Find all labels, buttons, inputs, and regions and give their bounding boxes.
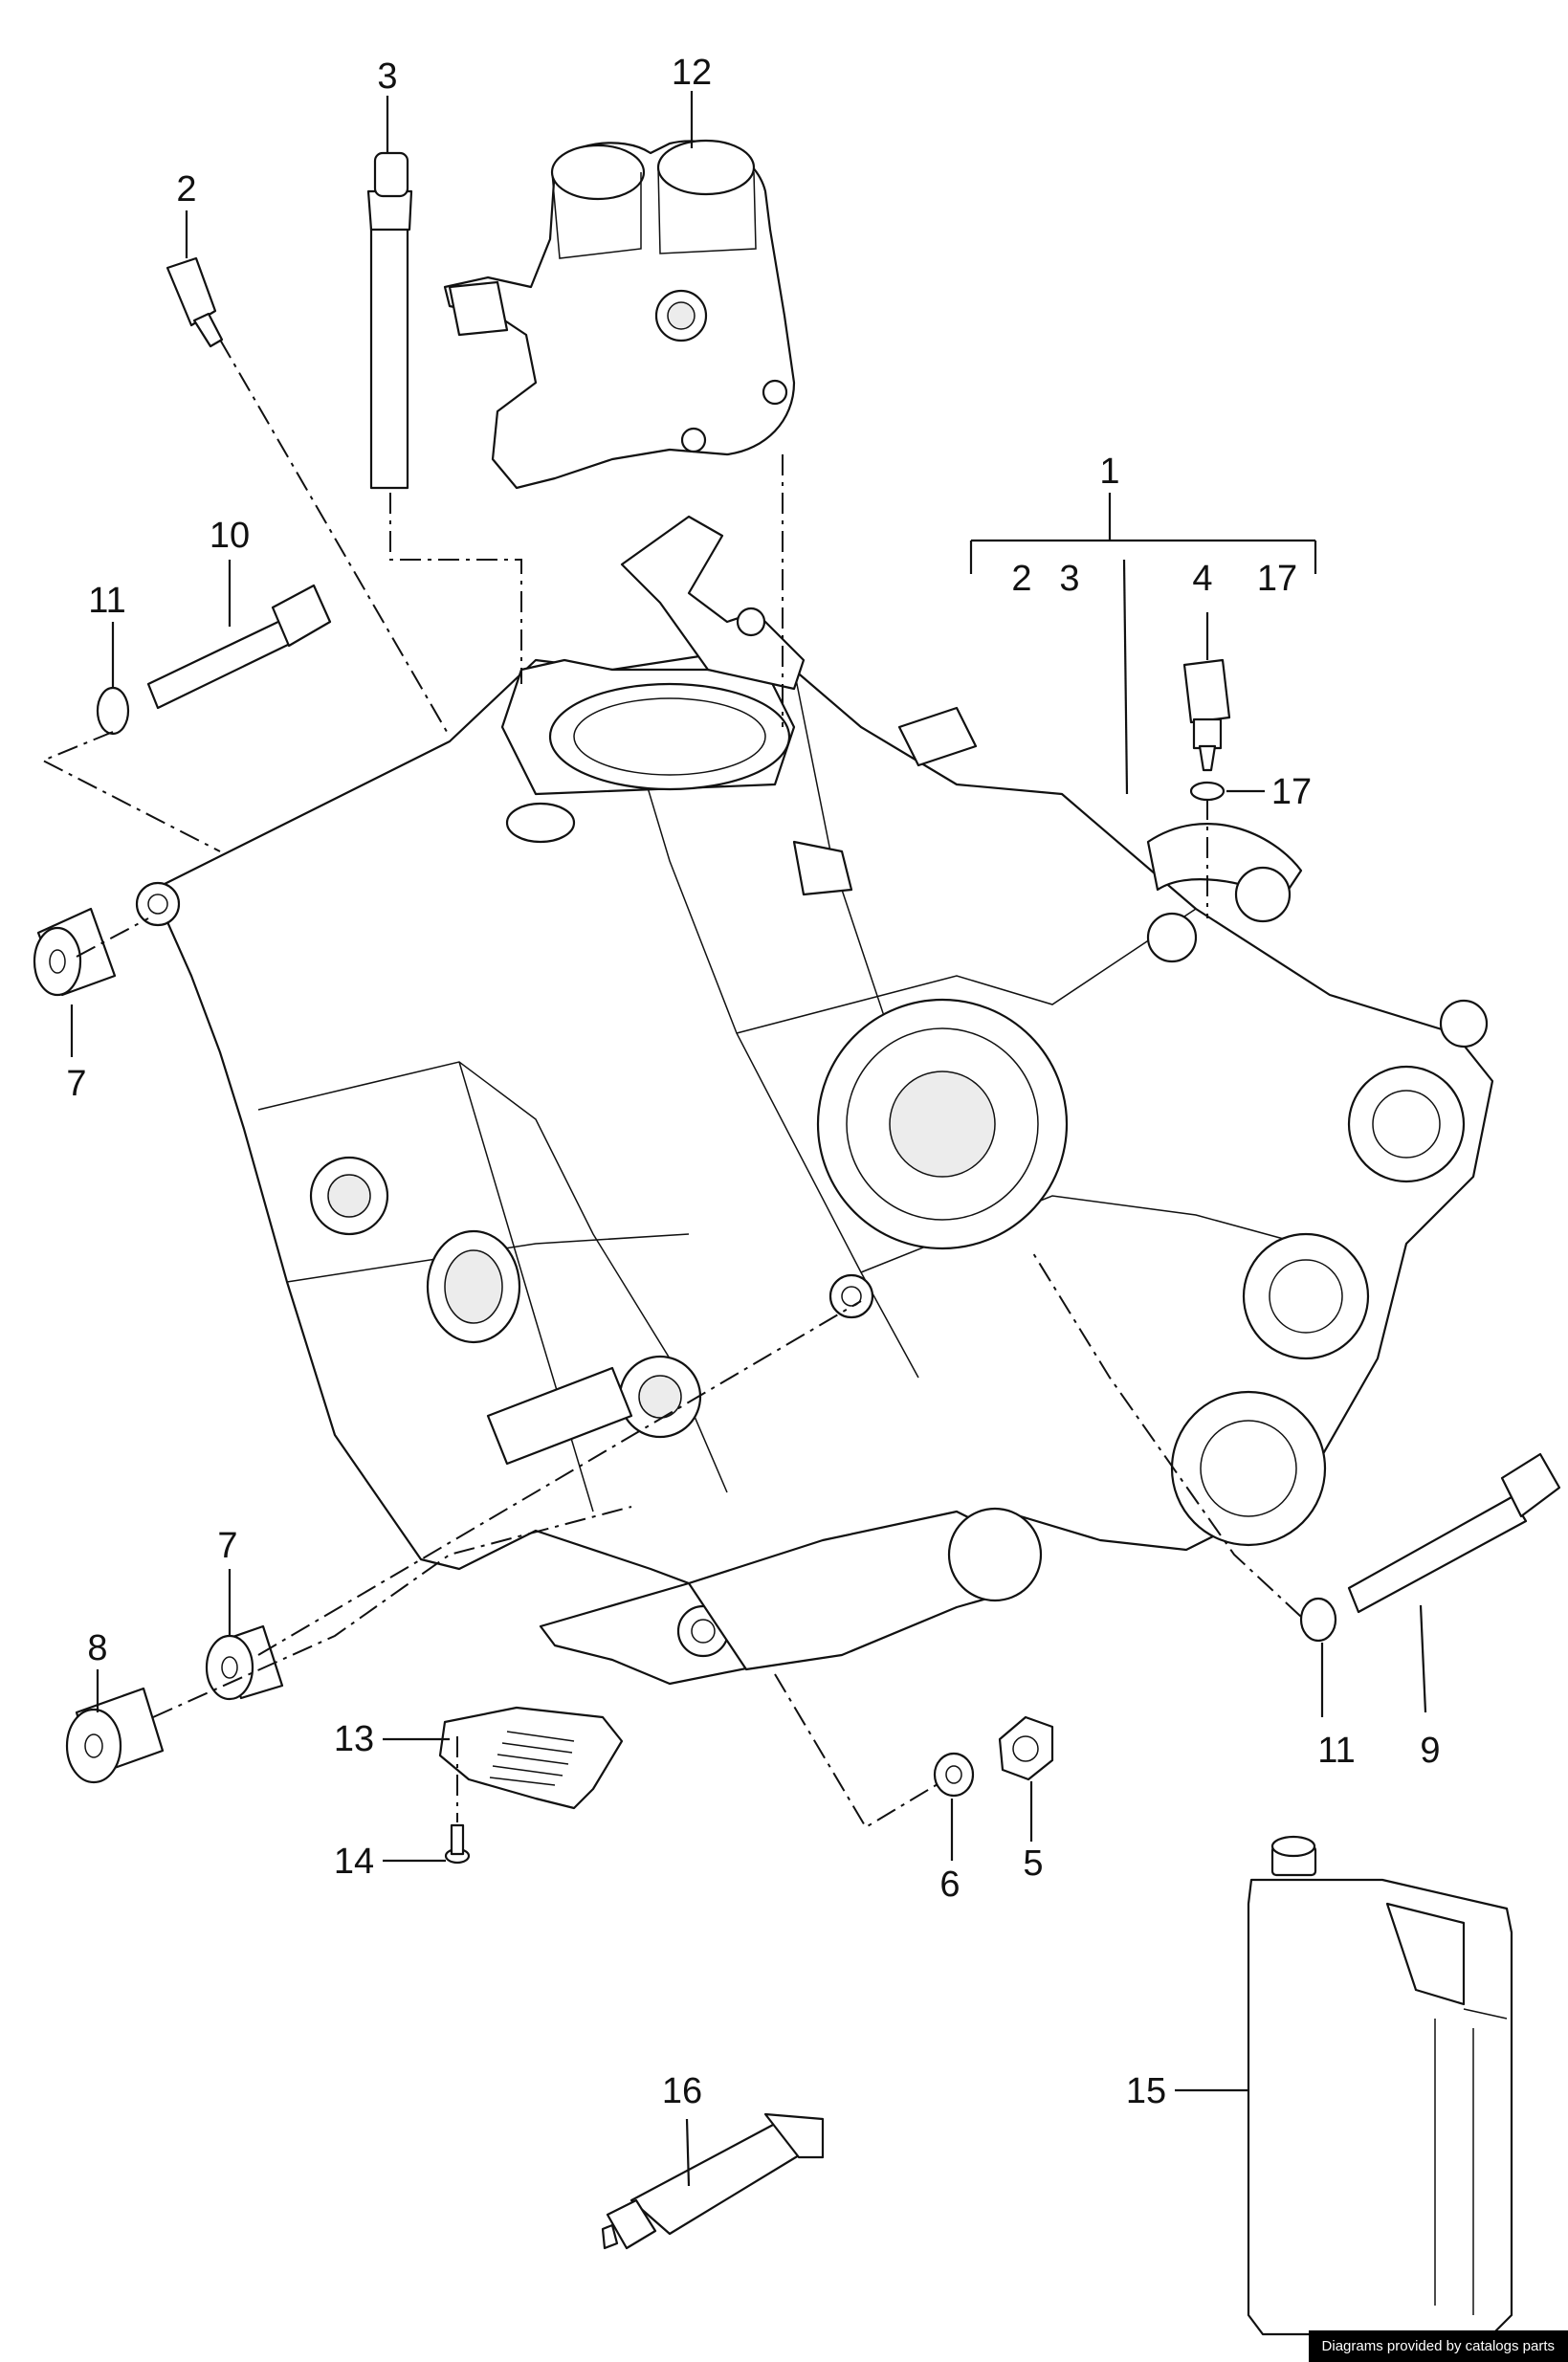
callout-2: 2 bbox=[176, 169, 196, 210]
callout-5: 5 bbox=[1023, 1843, 1043, 1884]
group-label-3: 3 bbox=[1059, 559, 1079, 599]
callout-14: 14 bbox=[334, 1842, 374, 1882]
credit-banner: Diagrams provided by catalogs parts bbox=[1308, 2330, 1568, 2362]
part-7-bushing-upper bbox=[33, 907, 117, 997]
callout-17: 17 bbox=[1271, 772, 1312, 812]
callout-6: 6 bbox=[939, 1865, 960, 1905]
group-label-4: 4 bbox=[1192, 559, 1212, 599]
part-5-nut bbox=[998, 1715, 1054, 1781]
callout-16: 16 bbox=[662, 2071, 702, 2111]
part-3-dipstick-tube bbox=[366, 151, 413, 490]
leader-lines bbox=[70, 91, 1427, 2187]
part-8-bushing bbox=[65, 1687, 165, 1784]
part-14-screw bbox=[444, 1823, 471, 1865]
callout-labels: 3 12 2 10 11 7 7 8 1 2 3 4 17 17 13 14 6… bbox=[66, 53, 1440, 2111]
callout-11-upper: 11 bbox=[88, 581, 125, 621]
callout-7-lower: 7 bbox=[217, 1526, 237, 1566]
callout-11-lower: 11 bbox=[1317, 1731, 1355, 1771]
callout-10: 10 bbox=[210, 516, 250, 556]
part-13-cover-plate bbox=[438, 1706, 624, 1810]
part-7-bushing-lower bbox=[205, 1624, 284, 1701]
part-11-washer-upper bbox=[96, 686, 130, 736]
transmission-housing bbox=[135, 515, 1494, 1686]
alignment-lines bbox=[40, 339, 1302, 1829]
part-15-oil-container bbox=[1247, 1835, 1513, 2336]
part-9-bolt bbox=[1347, 1452, 1561, 1614]
callout-1: 1 bbox=[1099, 452, 1119, 492]
part-6-washer bbox=[933, 1752, 975, 1798]
callout-9: 9 bbox=[1420, 1731, 1440, 1771]
callout-15: 15 bbox=[1126, 2071, 1166, 2111]
part-11-washer-lower bbox=[1299, 1597, 1337, 1643]
callout-7-upper: 7 bbox=[66, 1064, 86, 1104]
part-4-switch bbox=[1182, 658, 1231, 772]
callout-3: 3 bbox=[377, 56, 397, 97]
callout-13: 13 bbox=[334, 1719, 374, 1759]
callout-8: 8 bbox=[87, 1628, 107, 1668]
part-17-seal-ring bbox=[1189, 781, 1226, 802]
group-label-2: 2 bbox=[1011, 559, 1031, 599]
part-16-sealant-tube bbox=[601, 2112, 825, 2250]
part-2-sensor bbox=[166, 256, 224, 348]
part-12-upper-housing bbox=[443, 139, 796, 490]
part-10-bolt bbox=[146, 584, 332, 710]
group-label-17: 17 bbox=[1257, 559, 1297, 599]
callout-12: 12 bbox=[672, 53, 712, 93]
